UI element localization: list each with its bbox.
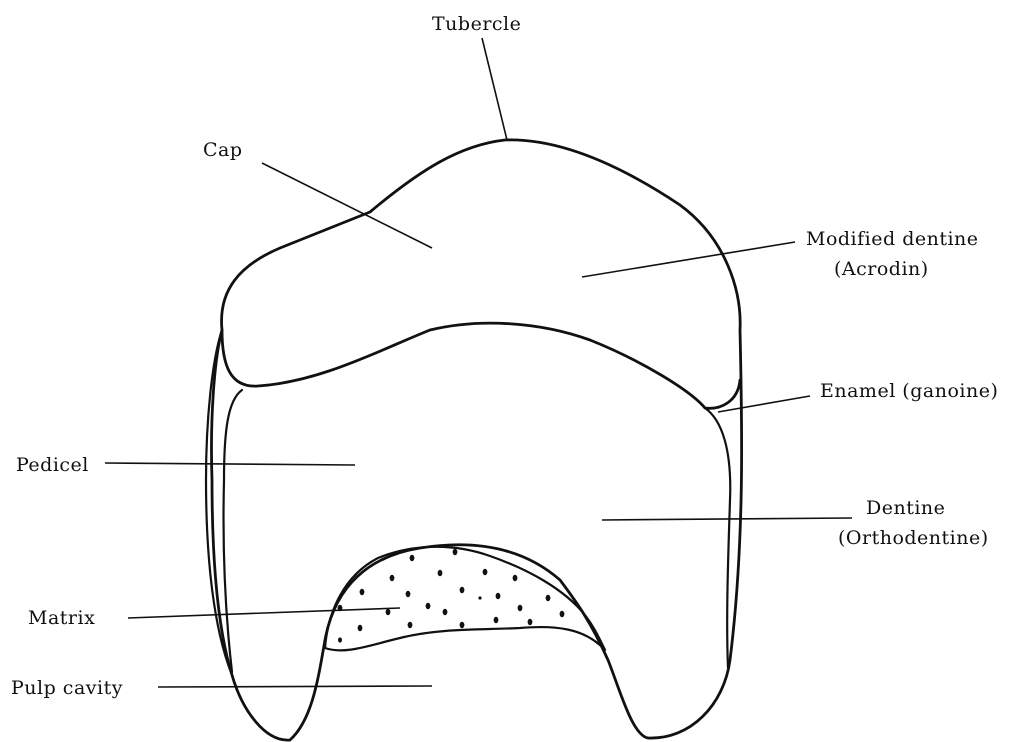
matrix-leader [128, 608, 400, 618]
matrix-dot [390, 575, 395, 581]
tubercle-leader [482, 38, 507, 140]
matrix-dot [528, 619, 533, 625]
pedicel-leader [105, 463, 355, 465]
label-orthodentine: (Orthodentine) [838, 527, 989, 549]
label-acrodin: (Acrodin) [834, 258, 929, 280]
cap-lower-boundary [222, 323, 740, 408]
inner-left-wall [223, 390, 242, 672]
tooth-outer-outline [211, 140, 741, 740]
modified-dentine-leader [582, 242, 795, 277]
matrix-dot [453, 549, 458, 555]
matrix-dot [478, 596, 481, 599]
inner-right-wall [705, 408, 730, 668]
matrix-dot [460, 622, 465, 628]
label-pedicel: Pedicel [16, 454, 89, 476]
label-cap: Cap [203, 139, 243, 161]
matrix-dot [360, 589, 365, 595]
matrix-dot [438, 570, 443, 576]
matrix-dot [513, 575, 518, 581]
matrix-dot [518, 605, 523, 611]
matrix-dot [408, 622, 413, 628]
matrix-dot [494, 617, 499, 623]
dentine-leader [602, 518, 852, 520]
matrix-dot [483, 569, 488, 575]
matrix-dot [460, 587, 465, 593]
matrix-dot [406, 591, 411, 597]
label-enamel: Enamel (ganoine) [820, 380, 998, 402]
label-dentine: Dentine [866, 497, 945, 519]
pulp-cavity-leader [158, 686, 432, 687]
label-tubercle: Tubercle [432, 13, 521, 35]
matrix-dot [338, 637, 342, 642]
matrix-dot [496, 593, 501, 599]
matrix-dot [443, 609, 448, 615]
matrix-dot [386, 609, 391, 615]
matrix-dot [546, 595, 551, 601]
matrix-dot [410, 555, 415, 561]
matrix-dot [426, 603, 431, 609]
matrix-dot [358, 625, 363, 631]
label-modified-dentine: Modified dentine [806, 228, 979, 250]
matrix-dot [560, 611, 565, 617]
label-matrix: Matrix [28, 607, 95, 629]
cap-leader [262, 163, 432, 248]
label-pulp-cavity: Pulp cavity [11, 677, 123, 699]
matrix-region [325, 547, 605, 651]
